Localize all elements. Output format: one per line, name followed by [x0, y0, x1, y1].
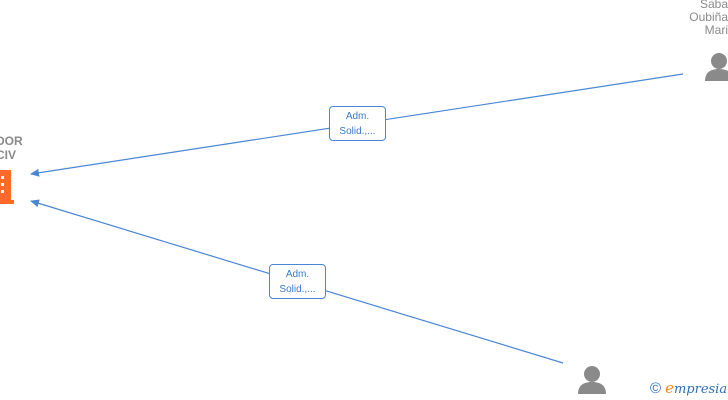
building-icon[interactable]	[0, 170, 14, 204]
edge-label-line: Solid.,...	[339, 126, 376, 137]
edge-label[interactable]: Adm. Solid.,...	[269, 264, 326, 299]
person-icon[interactable]	[578, 366, 606, 394]
company-node-label[interactable]: DOR CIV	[0, 135, 23, 163]
person-label-line: Mari	[704, 23, 728, 37]
person-node-label[interactable]: Saba Oubiña Mari	[689, 0, 728, 37]
person-label-line: Oubiña	[689, 10, 728, 24]
copyright-icon: ©	[650, 379, 662, 397]
edge-label[interactable]: Adm. Solid.,...	[329, 106, 386, 141]
person-label-line: Saba	[699, 0, 728, 11]
edge-label-line: Solid.,...	[279, 284, 316, 295]
company-label-line: CIV	[0, 148, 17, 162]
edge-label-line: Adm.	[345, 111, 370, 122]
person-icon[interactable]	[705, 53, 728, 81]
brand-footer: © empresia	[650, 378, 727, 398]
brand-logo: empresia	[665, 379, 728, 397]
company-label-line: DOR	[0, 134, 23, 148]
edge-label-line: Adm.	[285, 269, 310, 280]
